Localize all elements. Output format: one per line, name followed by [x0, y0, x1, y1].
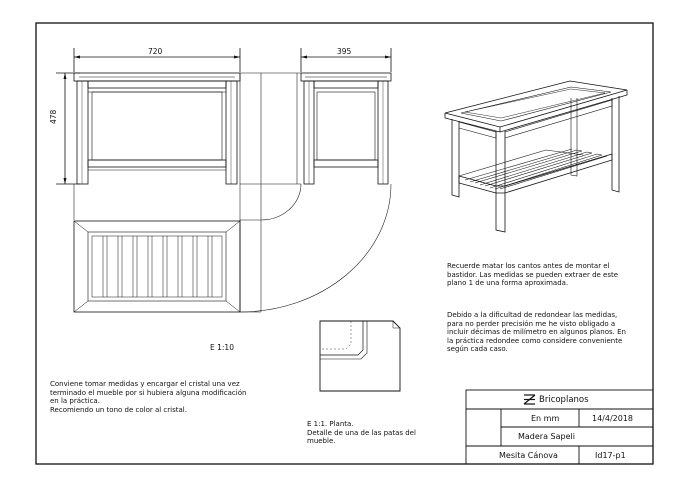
leg-detail: [319, 320, 401, 392]
units-label: En mm: [531, 414, 560, 423]
drawing-name: Mesita Cánova: [499, 451, 558, 460]
top-view: [73, 220, 241, 313]
side-view: [300, 48, 392, 185]
note-assembly: Recuerde matar los cantos antes de monta…: [447, 262, 619, 288]
material-label: Madera Sapeli: [518, 432, 575, 441]
title-block: [465, 389, 654, 465]
brand-name: Bricoplanos: [539, 395, 589, 405]
projection-lines: [73, 72, 392, 313]
sheet-border: [35, 22, 654, 465]
date-label: 14/4/2018: [592, 414, 634, 423]
drawing-code: Id17-p1: [595, 451, 626, 460]
dim-width-front: 720: [148, 47, 163, 56]
scale-label: E 1:10: [210, 343, 234, 352]
note-glass: Conviene tomar medidas y encargar el cri…: [50, 380, 247, 414]
note-precision: Debido a la dificultad de redondear las …: [447, 311, 626, 354]
detail-caption: E 1:1. Planta. Detalle de una de las pat…: [307, 420, 416, 446]
dim-height: 478: [49, 109, 58, 124]
isometric-view: [444, 80, 628, 233]
dim-width-side: 395: [337, 47, 352, 56]
bricoplanos-logo-icon: [523, 394, 536, 405]
front-view: [56, 48, 241, 185]
